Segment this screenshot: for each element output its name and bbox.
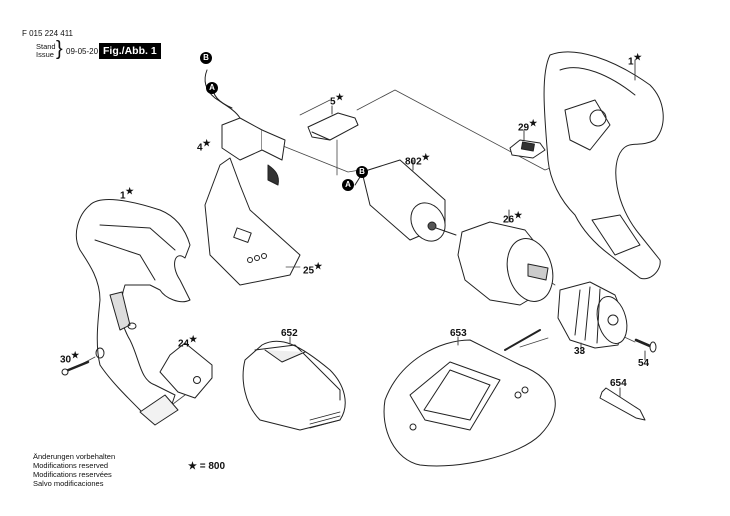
part-label-25: 25★	[303, 261, 322, 276]
star-legend: ★ = 800	[188, 461, 225, 472]
part-label-802: 802★	[405, 152, 430, 167]
part-number: 654	[610, 378, 627, 389]
battery-drawing	[242, 336, 346, 431]
part-number: 5	[330, 96, 336, 108]
part-number: 4	[197, 142, 203, 154]
brace-glyph: }	[56, 38, 63, 60]
issue-label: Issue	[36, 50, 54, 59]
screw-30-drawing	[61, 360, 90, 376]
part-label-26: 26★	[503, 210, 522, 225]
chuck-drawing	[557, 281, 628, 353]
modification-notes: Änderungen vorbehalten Modifications res…	[33, 452, 115, 488]
connector-a-marker: A	[342, 179, 354, 191]
part-label-5: 5★	[330, 92, 344, 107]
star-icon: ★	[189, 334, 198, 344]
document-number: F 015 224 411	[22, 29, 74, 38]
cover-plate-drawing	[159, 342, 213, 399]
star-icon: ★	[421, 152, 430, 162]
stand-label: Stand	[36, 42, 56, 51]
part-number: 1	[628, 56, 634, 68]
motor-drawing	[354, 159, 457, 242]
charger-drawing	[383, 329, 556, 467]
chuck-screw-drawing	[634, 338, 657, 361]
star-icon: ★	[188, 461, 197, 472]
housing-right-drawing	[543, 51, 664, 280]
star-icon: ★	[633, 52, 642, 62]
part-number: 30	[60, 354, 72, 366]
part-label-29: 29★	[518, 118, 537, 133]
connector-a-marker: A	[206, 82, 218, 94]
connector-b-marker: B	[200, 52, 212, 64]
part-label-1-left: 1★	[120, 186, 134, 201]
part-number: 33	[574, 346, 586, 357]
star-icon: ★	[514, 210, 523, 220]
part-label-654: 654	[610, 378, 627, 389]
part-number: 54	[638, 358, 650, 369]
star-icon: ★	[202, 138, 211, 148]
part-label-4: 4★	[197, 138, 211, 153]
star-icon: ★	[314, 261, 323, 271]
part-number: 652	[281, 328, 298, 339]
part-label-1-right: 1★	[628, 52, 642, 67]
star-icon: ★	[529, 118, 538, 128]
slide-switch-drawing	[509, 129, 546, 159]
part-number: 653	[450, 328, 467, 339]
part-number: 29	[518, 122, 530, 134]
legend-text: = 800	[199, 461, 226, 472]
screwdriver-bit-drawing	[599, 387, 646, 421]
note-line: Modifications reserved	[33, 461, 109, 470]
part-number: 802	[405, 156, 422, 168]
figure-label: Fig./Abb. 1	[99, 43, 161, 59]
connector-b-marker: B	[356, 166, 368, 178]
part-label-652: 652	[281, 328, 298, 339]
part-number: 1	[120, 190, 126, 202]
star-icon: ★	[71, 350, 80, 360]
part-number: 24	[178, 338, 190, 350]
part-number: 25	[303, 265, 315, 277]
part-label-33: 33	[574, 346, 585, 357]
note-line: Änderungen vorbehalten	[33, 452, 116, 461]
star-icon: ★	[335, 92, 344, 102]
part-label-54: 54	[638, 358, 649, 369]
part-label-653: 653	[450, 328, 467, 339]
gearbox-drawing	[457, 209, 554, 306]
stand-issue-label: Stand Issue	[36, 43, 56, 59]
part-label-24: 24★	[178, 334, 197, 349]
note-line: Modifications reservées	[33, 470, 112, 479]
star-icon: ★	[125, 186, 134, 196]
note-line: Salvo modificaciones	[33, 479, 104, 488]
switch-and-board-drawing	[204, 69, 301, 286]
housing-left-drawing	[75, 199, 191, 426]
part-label-30: 30★	[60, 350, 79, 365]
direction-slider-drawing	[307, 105, 359, 141]
part-number: 26	[503, 214, 515, 226]
issue-date: 09-05-20	[66, 47, 99, 56]
